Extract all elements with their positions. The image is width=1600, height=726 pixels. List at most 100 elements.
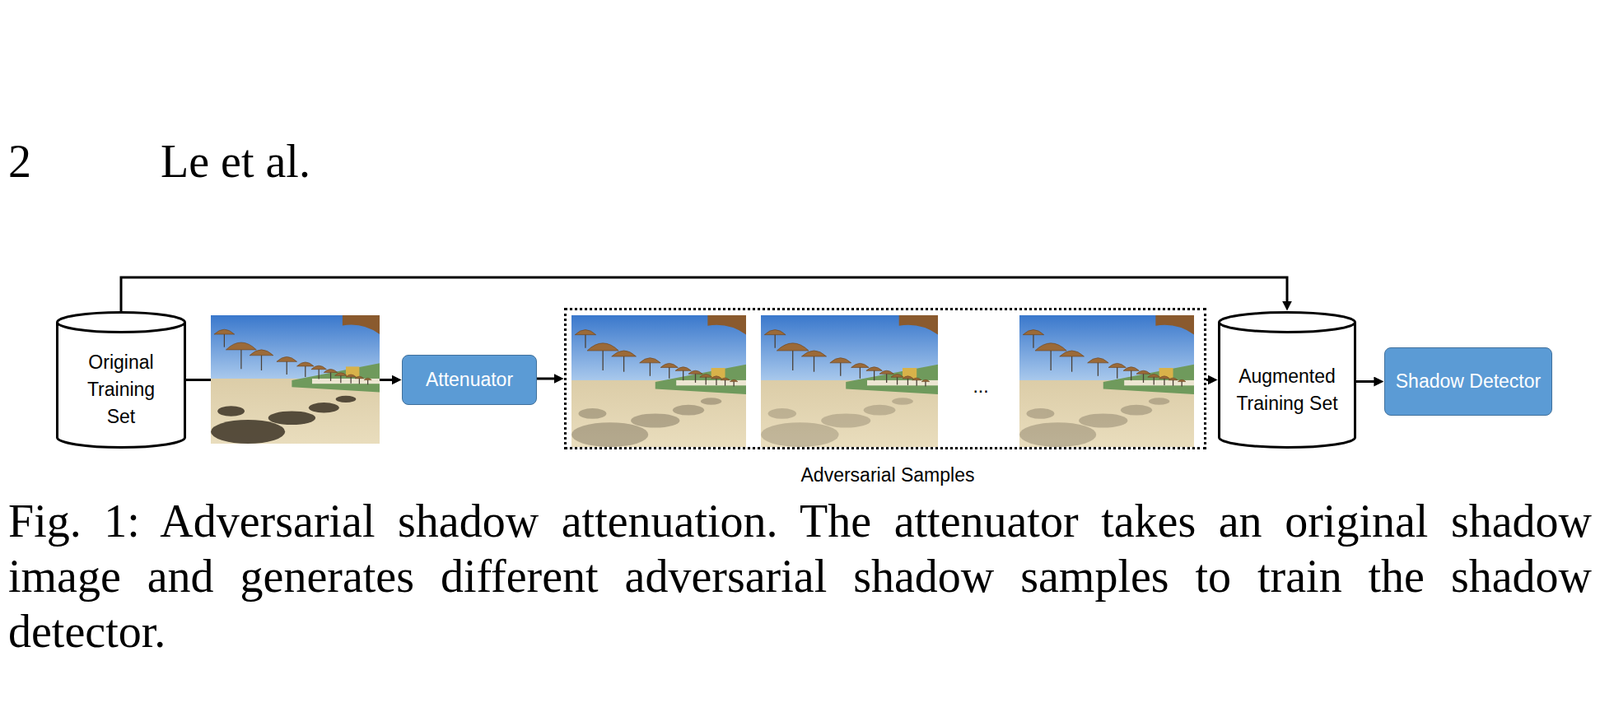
umbrella-top — [345, 374, 356, 378]
umbrella-top — [214, 329, 235, 335]
sky — [571, 315, 747, 381]
umbrella-top — [249, 349, 274, 356]
hotel — [845, 364, 938, 395]
shadow — [217, 405, 245, 416]
node-label: Shadow Detector — [1395, 368, 1541, 396]
shadow — [1026, 408, 1055, 420]
umbrella-pole — [240, 349, 242, 369]
hotel-floor — [676, 380, 747, 386]
shadow — [1148, 397, 1170, 406]
shadow — [1078, 413, 1128, 428]
umbrella-top — [1136, 370, 1151, 374]
umbrella-top — [801, 350, 826, 357]
sand — [1019, 315, 1195, 448]
umbrella-top — [1159, 376, 1171, 379]
umbrella-pole — [1097, 362, 1099, 377]
shadow — [672, 405, 705, 416]
node-label: Augmented Training Set — [1229, 363, 1345, 418]
umbrella-top — [363, 377, 372, 380]
node-label: Original Training Set — [75, 349, 167, 431]
hotel-wall — [345, 366, 360, 377]
umbrella-pole — [705, 377, 707, 386]
umbrella-pole — [1032, 334, 1034, 349]
node-label: Adversarial Samples — [566, 461, 1209, 490]
umbrella-top — [660, 363, 678, 368]
umbrella-pole — [873, 370, 875, 381]
umbrella-pole — [792, 349, 794, 371]
umbrella-top — [297, 362, 315, 367]
umbrella-top — [587, 343, 619, 351]
umbrella-pole — [682, 370, 684, 381]
node-label: ... — [956, 373, 1006, 401]
process-box: Attenuator — [401, 354, 537, 406]
umbrella-top — [890, 374, 904, 378]
cylinder-body — [57, 322, 186, 448]
umbrella-top — [611, 350, 637, 357]
shadow-region — [1019, 397, 1170, 448]
umbrella-pole — [367, 379, 369, 385]
sky — [1019, 315, 1195, 381]
umbrella-top — [720, 377, 730, 381]
hotel — [655, 364, 747, 395]
umbrella-top — [639, 358, 661, 364]
umbrella-top — [711, 376, 723, 379]
shadow — [268, 410, 316, 425]
hotel-floor — [867, 380, 938, 386]
umbrella-pole — [695, 373, 696, 383]
umbrella-pole — [907, 378, 909, 386]
shadow — [863, 405, 896, 416]
hotel-wall — [902, 368, 917, 379]
umbrella-top — [866, 367, 882, 372]
sand — [571, 315, 747, 448]
cylinder-top — [1219, 312, 1356, 333]
umbrella-pole — [1050, 349, 1052, 371]
shadow-region — [760, 397, 914, 448]
umbrella-pole — [896, 377, 898, 386]
shadow — [578, 408, 607, 420]
umbrella-top — [1168, 377, 1178, 381]
umbrella-pole — [1172, 379, 1174, 386]
umbrella-top — [675, 367, 691, 372]
hotel — [1103, 364, 1195, 395]
umbrella-top — [354, 376, 364, 379]
umbrella-pole — [584, 334, 586, 349]
umbrella-pole — [1153, 377, 1155, 386]
process-box: Shadow Detector — [1384, 347, 1553, 416]
umbrella-pole — [886, 373, 887, 383]
umbrella-top — [912, 377, 922, 381]
header-text: Le et al. — [160, 134, 311, 190]
umbrella-pole — [724, 379, 726, 386]
hotel-wall — [1159, 368, 1174, 379]
umbrella-pole — [733, 381, 735, 387]
umbrella-pole — [1116, 367, 1118, 379]
umbrella-top — [1059, 350, 1085, 357]
umbrella-top — [1022, 330, 1044, 336]
umbrella-pole — [304, 365, 306, 378]
umbrella-top — [764, 330, 786, 336]
umbrella-top — [1035, 343, 1067, 351]
umbrella-pole — [649, 362, 651, 377]
umbrella-top — [851, 363, 870, 368]
shadow — [1120, 405, 1153, 416]
hotel-wall — [711, 368, 726, 379]
umbrella-pole — [318, 368, 320, 379]
beach-photo — [1019, 315, 1195, 448]
umbrella-top — [276, 356, 298, 362]
umbrella-top — [688, 370, 703, 374]
umbrella-pole — [924, 381, 926, 387]
umbrella-pole — [223, 333, 225, 347]
umbrella-pole — [1130, 370, 1132, 381]
umbrella-top — [879, 370, 894, 374]
umbrella-top — [1147, 374, 1161, 378]
flow-arrow — [121, 277, 1288, 312]
umbrella-top — [776, 343, 809, 351]
umbrella-top — [902, 376, 914, 379]
umbrella-pole — [1071, 355, 1073, 372]
flow-arrow — [1356, 380, 1381, 383]
umbrella-pole — [286, 361, 288, 375]
header-text: 2 — [8, 134, 32, 190]
sample-group: ...Adversarial Samples — [564, 307, 1207, 450]
beach-photo — [760, 315, 938, 448]
umbrella-top — [1087, 358, 1109, 364]
